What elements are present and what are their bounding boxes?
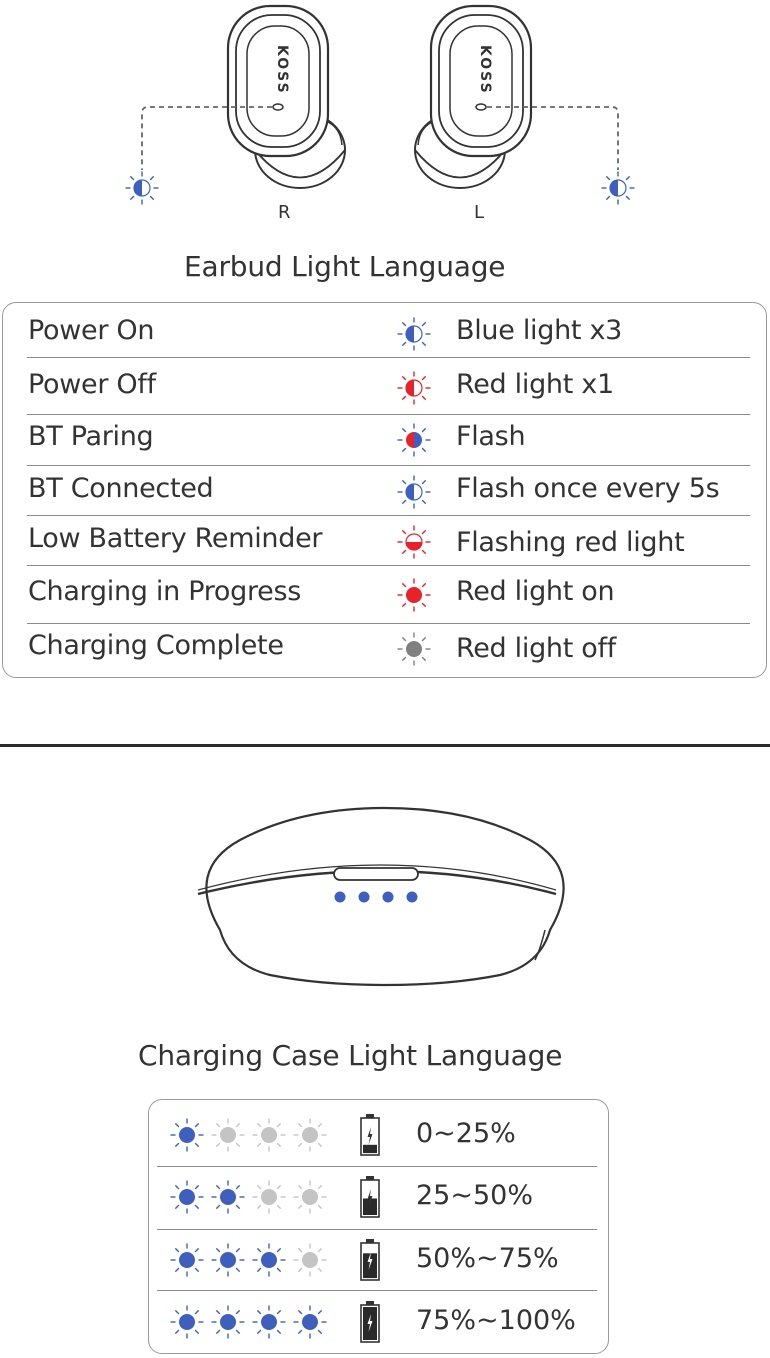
- red-bottom-half-light-icon: [396, 524, 432, 560]
- event-label: Power Off: [28, 369, 156, 400]
- led-on-icon: [210, 1179, 246, 1215]
- table-row: BT Paring Flash: [3, 417, 766, 469]
- red-blue-flash-icon: [396, 422, 432, 458]
- table-row: 0~25%: [149, 1104, 608, 1166]
- event-label: Power On: [28, 315, 155, 346]
- led-on-icon: [169, 1117, 205, 1153]
- gray-full-light-icon: [396, 631, 432, 667]
- right-earbud-label: R: [278, 202, 291, 223]
- left-led-leader-line: [487, 106, 619, 170]
- led-on-icon: [210, 1304, 246, 1340]
- table-row: 75%~100%: [149, 1291, 608, 1353]
- row-divider: [157, 1229, 597, 1230]
- event-label: Charging Complete: [28, 630, 284, 661]
- right-earbud-brand: KOSS: [274, 45, 290, 95]
- led-off-icon: [292, 1242, 328, 1278]
- battery-icon: [360, 1176, 380, 1218]
- led-indicator-group: [169, 1242, 328, 1278]
- led-on-icon: [169, 1304, 205, 1340]
- earbuds-illustration: KOSS KOSS: [141, 4, 619, 189]
- row-divider: [157, 1166, 597, 1167]
- led-off-icon: [251, 1179, 287, 1215]
- row-divider: [27, 465, 750, 466]
- light-description: Red light on: [456, 576, 615, 607]
- battery-icon: [360, 1301, 380, 1343]
- case-led-4: [406, 891, 418, 903]
- led-on-icon: [292, 1304, 328, 1340]
- table-row: Power Off Red light x1: [3, 363, 766, 415]
- table-row: Charging in Progress Red light on: [3, 571, 766, 623]
- battery-range: 0~25%: [416, 1118, 516, 1149]
- light-description: Flash: [456, 421, 526, 452]
- light-description: Blue light x3: [456, 315, 623, 346]
- left-earbud-label: L: [474, 202, 485, 223]
- row-divider: [27, 623, 750, 624]
- led-on-icon: [169, 1179, 205, 1215]
- table-row: Low Battery Reminder Flashing red light: [3, 519, 766, 571]
- led-indicator-group: [169, 1179, 328, 1215]
- led-off-icon: [210, 1117, 246, 1153]
- led-off-icon: [292, 1179, 328, 1215]
- case-section-title: Charging Case Light Language: [138, 1039, 563, 1072]
- led-indicator-group: [169, 1304, 328, 1340]
- battery-range: 25~50%: [416, 1180, 533, 1211]
- event-label: Low Battery Reminder: [28, 523, 323, 554]
- left-earbud-brand: KOSS: [477, 45, 493, 95]
- led-indicator-group: [169, 1117, 328, 1153]
- table-row: Power On Blue light x3: [3, 307, 766, 359]
- right-earbud: KOSS: [226, 4, 346, 189]
- case-led-1: [334, 891, 346, 903]
- earbud-section-title: Earbud Light Language: [184, 250, 506, 283]
- light-description: Flashing red light: [456, 527, 685, 558]
- red-full-light-icon: [396, 577, 432, 613]
- event-label: BT Paring: [28, 421, 154, 452]
- led-on-icon: [169, 1242, 205, 1278]
- right-led-leader-line: [141, 106, 272, 170]
- event-label: Charging in Progress: [28, 576, 302, 607]
- red-half-light-icon: [396, 370, 432, 406]
- row-divider: [27, 565, 750, 566]
- section-divider: [0, 744, 770, 747]
- earbud-light-table: Power On Blue light x3 Power Off Red lig…: [2, 302, 767, 678]
- led-off-icon: [251, 1117, 287, 1153]
- table-row: 50%~75%: [149, 1229, 608, 1291]
- blue-half-light-icon: [396, 316, 432, 352]
- left-earbud-led-icon: [600, 170, 636, 206]
- battery-range: 75%~100%: [416, 1305, 576, 1336]
- table-row: 25~50%: [149, 1166, 608, 1228]
- table-row: BT Connected Flash once every 5s: [3, 469, 766, 521]
- led-on-icon: [251, 1304, 287, 1340]
- blue-half-light-icon: [396, 474, 432, 510]
- light-description: Red light x1: [456, 369, 614, 400]
- case-led-3: [382, 891, 394, 903]
- led-on-icon: [251, 1242, 287, 1278]
- charging-case-illustration: [197, 806, 565, 987]
- light-description: Flash once every 5s: [456, 473, 720, 504]
- row-divider: [27, 414, 750, 415]
- battery-icon: [360, 1239, 380, 1281]
- row-divider: [27, 515, 750, 516]
- light-description: Red light off: [456, 633, 616, 664]
- case-led-2: [358, 891, 370, 903]
- right-earbud-led-icon: [124, 170, 160, 206]
- row-divider: [27, 357, 750, 358]
- left-earbud: KOSS: [414, 4, 533, 189]
- row-divider: [157, 1290, 597, 1291]
- event-label: BT Connected: [28, 473, 214, 504]
- battery-icon: [360, 1114, 380, 1156]
- case-light-table: 0~25% 25~50% 50%~75% 75%~100%: [148, 1099, 609, 1354]
- table-row: Charging Complete Red light off: [3, 625, 766, 677]
- battery-range: 50%~75%: [416, 1243, 559, 1274]
- led-on-icon: [210, 1242, 246, 1278]
- led-off-icon: [292, 1117, 328, 1153]
